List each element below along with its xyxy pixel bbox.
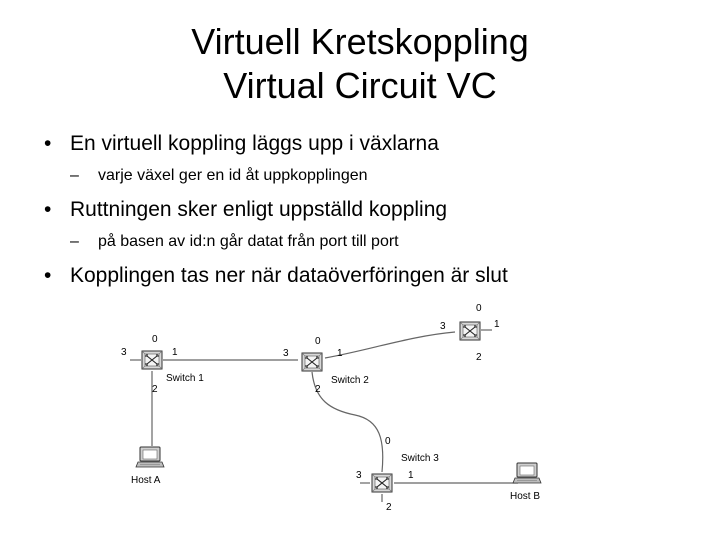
switch-2-port-0: 0 (315, 336, 321, 347)
switch-4-port-0: 0 (476, 303, 482, 314)
switch-icon (301, 352, 323, 372)
switch-2: 0 1 2 3 Switch 2 (283, 336, 369, 395)
dash-marker: – (70, 167, 79, 184)
bullet-text: En virtuell koppling läggs upp i växlarn… (70, 132, 439, 155)
network-links (130, 329, 518, 502)
host-a-label: Host A (131, 475, 161, 486)
switch-4-port-3: 3 (440, 321, 446, 332)
title-line-2: Virtual Circuit VC (223, 65, 497, 106)
sub-bullet-text: varje växel ger en id åt uppkopplingen (98, 167, 368, 184)
link-s2-s3 (311, 371, 384, 473)
host-b: Host B (510, 462, 542, 502)
bullet-text: Ruttningen sker enligt uppställd kopplin… (70, 198, 448, 221)
switch-icon (459, 321, 481, 341)
switch-1: 0 1 2 3 Switch 1 (121, 334, 204, 395)
bullet-marker: • (44, 132, 52, 155)
switch-3-port-0: 0 (385, 436, 391, 447)
switch-1-port-1: 1 (172, 347, 178, 358)
switch-1-label: Switch 1 (166, 373, 204, 384)
bullet-item-1: • En virtuell koppling läggs upp i växla… (44, 130, 704, 158)
computer-icon (512, 462, 542, 484)
switch-3-port-1: 1 (408, 470, 414, 481)
dash-marker: – (70, 233, 79, 250)
bullet-text: Kopplingen tas ner när dataöverföringen … (70, 264, 508, 287)
switch-4: 0 1 2 3 (440, 303, 500, 363)
link-s2-s4 (324, 331, 456, 359)
sub-bullet-text: på basen av id:n går datat från port til… (98, 233, 399, 250)
bullet-item-2: • Ruttningen sker enligt uppställd koppl… (44, 196, 704, 224)
host-a: Host A (131, 446, 165, 486)
sub-bullet-item-1: – varje växel ger en id åt uppkopplingen (44, 165, 704, 187)
switch-2-port-2: 2 (315, 384, 321, 395)
switch-2-port-3: 3 (283, 348, 289, 359)
switch-3-port-2: 2 (386, 502, 392, 513)
computer-icon (135, 446, 165, 468)
bullet-item-3: • Kopplingen tas ner när dataöverföringe… (44, 262, 704, 290)
switch-1-port-3: 3 (121, 347, 127, 358)
switch-4-port-2: 2 (476, 352, 482, 363)
sub-bullet-item-2: – på basen av id:n går datat från port t… (44, 231, 704, 253)
switch-2-port-1: 1 (337, 348, 343, 359)
switch-3: 0 1 2 3 Switch 3 (356, 436, 439, 513)
switch-icon (141, 350, 163, 370)
bullet-marker: • (44, 264, 52, 287)
slide-title: Virtuell Kretskoppling Virtual Circuit V… (0, 20, 720, 108)
host-b-label: Host B (510, 491, 540, 502)
bullet-list: • En virtuell koppling läggs upp i växla… (44, 130, 704, 290)
switch-3-port-3: 3 (356, 470, 362, 481)
switch-3-label: Switch 3 (401, 453, 439, 464)
bullet-marker: • (44, 198, 52, 221)
switch-1-port-0: 0 (152, 334, 158, 345)
title-line-1: Virtuell Kretskoppling (191, 21, 529, 62)
switch-icon (371, 473, 393, 493)
switch-2-label: Switch 2 (331, 375, 369, 386)
switch-1-port-2: 2 (152, 384, 158, 395)
switch-4-port-1: 1 (494, 319, 500, 330)
